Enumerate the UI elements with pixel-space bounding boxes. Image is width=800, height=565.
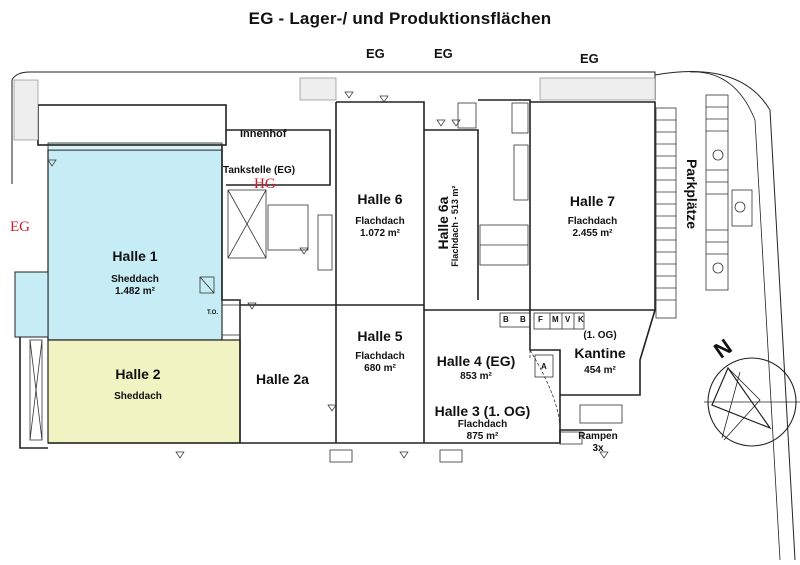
floor-tag-eg-middle: EG	[434, 46, 453, 61]
kantine-name: Kantine	[574, 344, 626, 361]
halle-1-fill	[47, 149, 223, 341]
hg-tag: HG	[254, 176, 276, 192]
room-v: V	[565, 315, 571, 324]
halle-2a-name: Halle 2a	[256, 371, 309, 387]
room-f: F	[538, 315, 543, 324]
floor-tag-eg-right: EG	[580, 51, 599, 66]
halle-3-roof: Flachdach	[457, 419, 508, 431]
room-m: M	[552, 315, 559, 324]
halle-6-size: 1.072 m²	[359, 227, 401, 239]
halle-1-size: 1.482 m²	[114, 285, 156, 297]
site-boundary	[11, 71, 656, 184]
halle-6-name: Halle 6	[357, 191, 403, 207]
halle-4-size: 853 m²	[460, 371, 492, 383]
halle-1-label: Halle 1 Sheddach 1.482 m²	[80, 248, 190, 297]
halle-3-label: Halle 3 (1. OG) Flachdach 875 m²	[425, 403, 540, 442]
street-curve-inner	[689, 71, 781, 561]
halle-6a-roof-size: Flachdach - 513 m²	[449, 185, 460, 267]
halle-2-name: Halle 2	[115, 366, 161, 382]
halle-3-name: Halle 3 (1. OG)	[434, 403, 531, 419]
innenhof-label: Innenhof	[240, 128, 287, 140]
halle-1-annex	[14, 271, 49, 338]
room-to: T.O.	[207, 310, 219, 316]
halle-3-size: 875 m²	[466, 430, 499, 442]
kantine-floor: (1. OG)	[583, 330, 617, 341]
halle-7-label: Halle 7 Flachdach 2.455 m²	[550, 193, 635, 239]
halle-5-name: Halle 5	[357, 328, 403, 344]
room-b1: B	[503, 315, 509, 324]
interior-details	[29, 102, 623, 463]
halle-1-strip	[47, 142, 223, 151]
floor-tag-eg-red: EG	[10, 219, 30, 235]
room-a: A	[541, 362, 547, 371]
halle-7-size: 2.455 m²	[572, 227, 613, 239]
halle-4-label: Halle 4 (EG) 853 m²	[426, 353, 526, 383]
halle-6-roof: Flachdach	[355, 216, 405, 228]
room-b2: B	[520, 315, 526, 324]
halle-1-name: Halle 1	[112, 248, 158, 264]
perimeter-strips	[13, 77, 656, 141]
street-curve	[654, 71, 796, 561]
halle-5-roof: Flachdach	[355, 351, 405, 363]
kantine-label: (1. OG) Kantine 454 m²	[565, 330, 635, 376]
parkplaetze-label: Parkplätze	[684, 159, 701, 230]
parking-stalls	[655, 94, 753, 319]
kantine-size: 454 m²	[584, 364, 616, 376]
door-markers	[47, 91, 609, 459]
page-title: EG - Lager-/ und Produktionsflächen	[248, 9, 552, 28]
floor-tag-eg-left: EG	[366, 46, 385, 61]
halle-4-name: Halle 4 (EG)	[436, 353, 516, 369]
halle-5-size: 680 m²	[364, 362, 396, 374]
halle-5-label: Halle 5 Flachdach 680 m²	[340, 328, 420, 374]
halle-1-roof: Sheddach	[111, 274, 159, 286]
tankstelle-label: Tankstelle (EG)	[223, 165, 296, 176]
halle-6a-name: Halle 6a	[434, 196, 451, 250]
halle-2-roof: Sheddach	[114, 391, 162, 403]
halle-6-label: Halle 6 Flachdach 1.072 m²	[340, 191, 420, 239]
rampen-name: Rampen	[578, 431, 618, 442]
halle-7-name: Halle 7	[569, 193, 616, 209]
rampen-label: Rampen 3x	[578, 431, 618, 454]
halle-2-label: Halle 2 Sheddach	[83, 366, 193, 403]
room-k: K	[578, 315, 584, 324]
compass	[704, 357, 800, 447]
halle-7-roof: Flachdach	[567, 216, 618, 228]
rampen-count: 3x	[592, 442, 604, 454]
